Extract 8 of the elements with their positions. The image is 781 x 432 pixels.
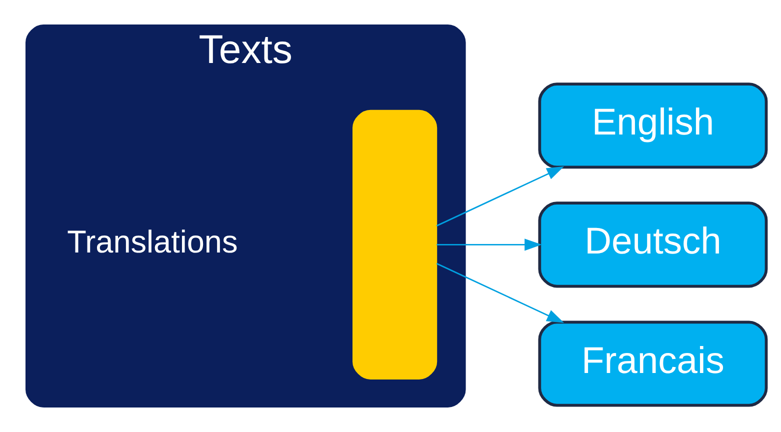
- arrow: [436, 166, 564, 226]
- node-box: Francais: [538, 320, 768, 407]
- node-box: Deutsch: [538, 202, 768, 288]
- arrow: [436, 238, 542, 251]
- node-label: Translations: [67, 224, 238, 260]
- node-bar: [352, 110, 438, 380]
- arrow: [436, 262, 564, 323]
- node-box: English: [538, 82, 768, 169]
